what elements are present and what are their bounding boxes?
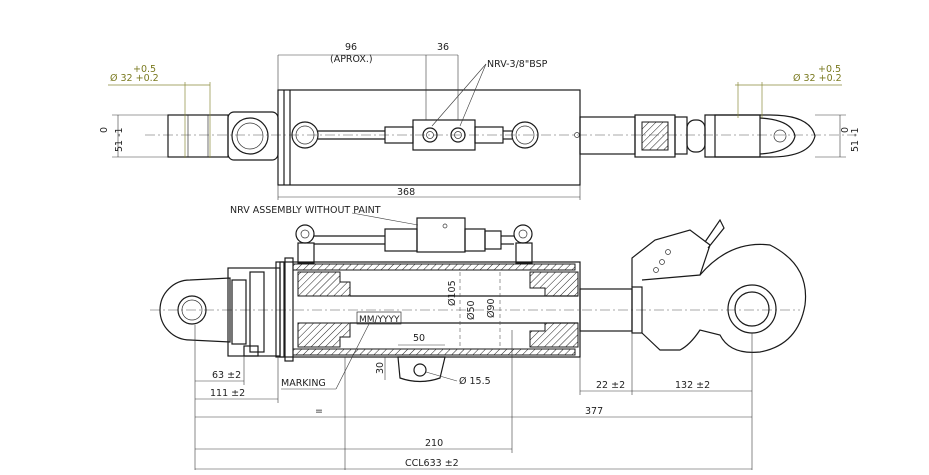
nrv-label: NRV-3/8"BSP	[487, 59, 548, 70]
dim-368: 368	[397, 187, 415, 198]
dim-210: 210	[425, 438, 443, 449]
dia-90: Ø90	[486, 298, 497, 318]
right-zero: 0	[840, 127, 851, 133]
top-cylinder	[277, 89, 581, 186]
dim-132: 132 ±2	[675, 380, 710, 391]
left-zero: 0	[99, 127, 110, 133]
dia-50: Ø50	[466, 300, 477, 320]
side-nrv-assembly: NRV ASSEMBLY WITHOUT PAINT	[230, 205, 533, 264]
side-left-eye	[159, 267, 281, 357]
left-tol: +0.5	[133, 64, 156, 75]
right-tol: +0.5	[818, 64, 841, 75]
dim-ccl: CCL633 ±2	[405, 458, 459, 469]
right-51: 51 -1	[850, 127, 861, 152]
top-left-clevis	[167, 111, 279, 161]
side-rod-hook	[579, 218, 807, 353]
dim-96: 96	[345, 42, 357, 53]
marking-label: MARKING	[281, 378, 326, 389]
dim-eq: =	[315, 406, 323, 417]
left-clevis-body	[167, 114, 229, 158]
dim-63: 63 ±2	[212, 370, 241, 381]
side-bracket: 50 30 Ø 15.5	[375, 333, 491, 387]
dim-50: 50	[413, 333, 425, 344]
top-dimensions: 96 (APROX.) 36 NRV-3/8"BSP 368 +0.5 Ø 32…	[99, 42, 861, 200]
dia-105: Ø105	[447, 280, 458, 306]
side-view: NRV ASSEMBLY WITHOUT PAINT	[150, 205, 807, 470]
dim-22: 22 ±2	[596, 380, 625, 391]
left-51: 51 -1	[114, 127, 125, 152]
dim-111: 111 ±2	[210, 388, 245, 399]
dim-36: 36	[437, 42, 449, 53]
side-cylinder: MM/YYYY Ø105 Ø50 Ø90	[275, 257, 581, 362]
marking-box: MM/YYYY	[359, 315, 400, 325]
dia-15-5: Ø 15.5	[459, 376, 491, 387]
top-cylinder-body	[277, 89, 581, 186]
dim-377: 377	[585, 406, 603, 417]
top-right-end	[579, 114, 816, 158]
left-diameter: Ø 32 +0.2	[110, 73, 159, 84]
dim-30: 30	[375, 362, 386, 374]
side-nrv-block	[416, 217, 466, 253]
side-dimensions: 63 ±2 111 ±2 MARKING 22 ±2 132 ±2 = 377	[194, 321, 753, 470]
right-diameter: Ø 32 +0.2	[793, 73, 842, 84]
dim-aprox: (APROX.)	[330, 54, 373, 65]
nrv-assembly-label: NRV ASSEMBLY WITHOUT PAINT	[230, 205, 381, 216]
top-view: 96 (APROX.) 36 NRV-3/8"BSP 368 +0.5 Ø 32…	[99, 42, 861, 200]
